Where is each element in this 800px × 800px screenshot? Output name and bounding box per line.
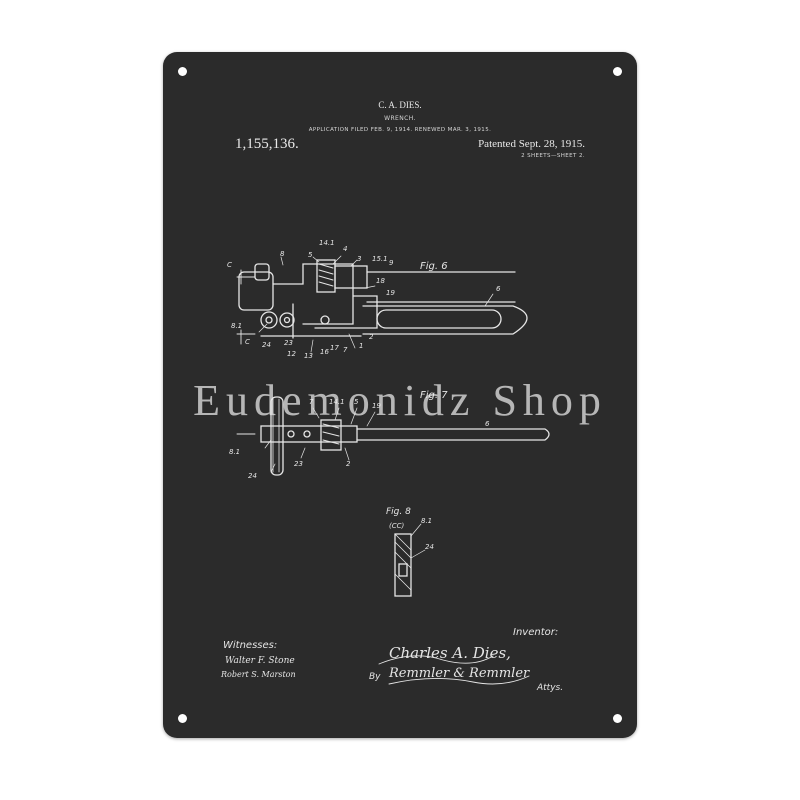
patented-date: Patented Sept. 28, 1915. — [478, 138, 585, 150]
ref-label: 24 — [262, 341, 271, 349]
ref-label: 8.1 — [229, 448, 241, 456]
fig8-caption: Fig. 8 — [386, 507, 411, 517]
figure-6-wrench — [236, 259, 528, 345]
attorneys-label: Attys. — [537, 683, 564, 693]
fig6-caption: Fig. 6 — [420, 261, 448, 272]
inventor-signature: Charles A. Dies, — [389, 644, 511, 662]
ref-label: 23 — [294, 460, 303, 468]
mounting-hole — [178, 67, 187, 76]
sheets-label: 2 SHEETS—SHEET 2. — [521, 153, 585, 159]
ref-label: 17 — [330, 344, 339, 352]
shop-watermark: Eudemonidz Shop — [193, 376, 607, 425]
ref-label: 24 — [425, 543, 434, 551]
inventor-label: Inventor: — [513, 627, 559, 638]
signature-underlines — [378, 655, 530, 685]
figure-6-leaders — [258, 255, 494, 353]
ref-label: 9 — [389, 259, 394, 267]
ref-label: 18 — [376, 277, 385, 285]
ref-label: 23 — [284, 339, 293, 347]
ref-label: C — [227, 261, 232, 269]
ref-label: 24 — [248, 472, 257, 480]
ref-label: 8.1 — [231, 322, 243, 330]
ref-label: 8 — [280, 250, 285, 258]
ref-label: 8.1 — [421, 517, 433, 525]
ref-label: 6 — [485, 420, 490, 428]
ref-label: 14.1 — [329, 398, 345, 406]
ref-label: 19 — [372, 402, 381, 410]
witness-signature-2: Robert S. Marston — [221, 670, 296, 679]
ref-label: 7 — [343, 346, 348, 354]
ref-label: 4 — [343, 245, 348, 253]
ref-label: 6 — [496, 285, 501, 293]
mounting-hole — [613, 67, 622, 76]
chalkboard-sign: C. A. DIES. WRENCH. APPLICATION FILED FE… — [163, 52, 637, 738]
ref-label: (CC) — [389, 522, 405, 530]
ref-label: 14.1 — [319, 239, 335, 247]
inventor-name: C. A. DIES. — [378, 100, 422, 110]
by-label: By — [369, 672, 381, 682]
mounting-hole — [613, 714, 622, 723]
ref-label: 12 — [287, 350, 296, 358]
witnesses-label: Witnesses: — [223, 640, 278, 651]
ref-label: 3 — [357, 255, 362, 263]
ref-label: 13 — [304, 352, 313, 360]
ref-label: 1 — [359, 342, 364, 350]
figure-7-wrench — [236, 396, 550, 476]
attorney-signature: Remmler & Remmler — [389, 666, 530, 681]
ref-label: 2 — [369, 333, 374, 341]
fig7-caption: Fig. 7 — [420, 390, 448, 401]
patent-title: WRENCH. — [384, 115, 416, 122]
application-line: APPLICATION FILED FEB. 9, 1914. RENEWED … — [308, 127, 492, 133]
patent-number: 1,155,136. — [235, 136, 299, 152]
mounting-hole — [178, 714, 187, 723]
patent-drawing — [236, 255, 550, 685]
ref-label: 2 — [346, 460, 351, 468]
ref-label: 16 — [320, 348, 329, 356]
witness-signature-1: Walter F. Stone — [225, 656, 295, 666]
ref-label: 19 — [386, 289, 395, 297]
ref-label: C — [245, 338, 250, 346]
ref-label: 5 — [354, 398, 359, 406]
figure-8-section — [394, 523, 426, 597]
figure-7-leaders — [264, 407, 376, 473]
ref-label: 15.1 — [372, 255, 388, 263]
ref-label: 5 — [308, 251, 313, 259]
ref-label: 7 — [309, 398, 314, 406]
